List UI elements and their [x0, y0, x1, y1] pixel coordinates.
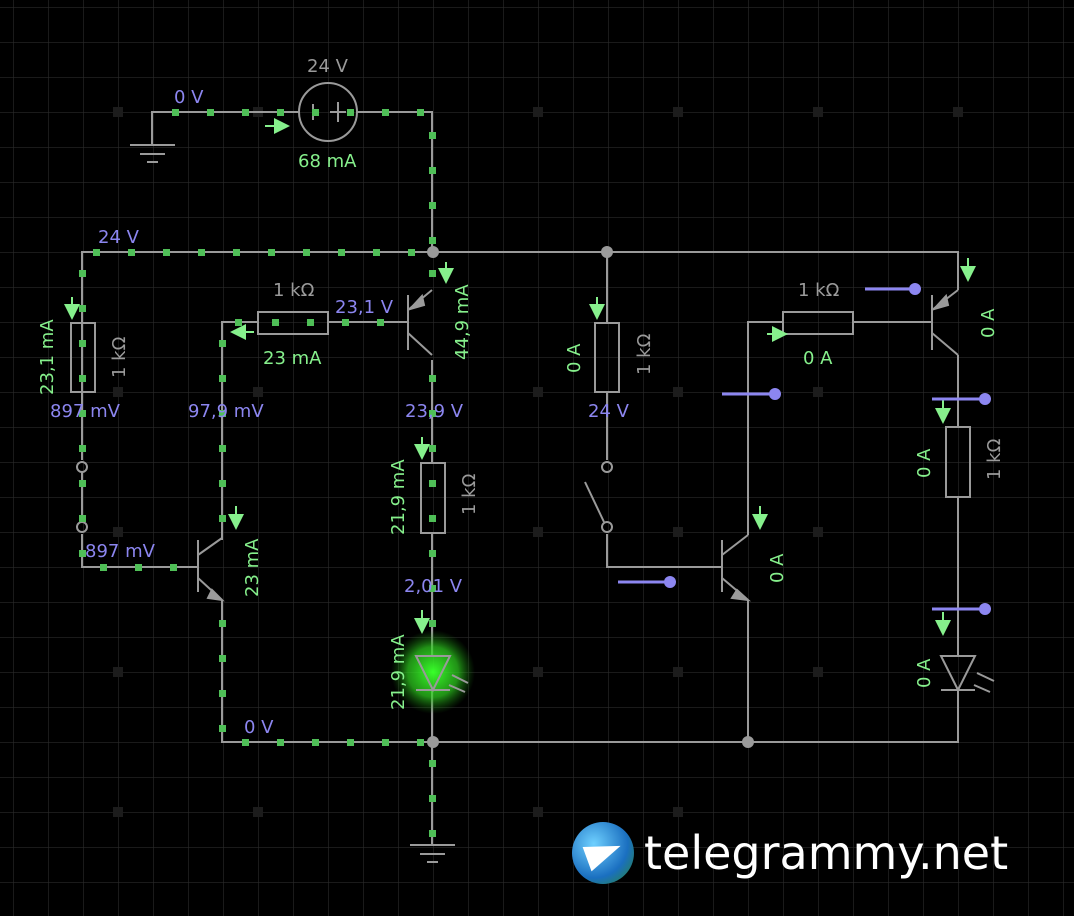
pnp-transistor-1[interactable] [406, 289, 433, 356]
resistor-value: 1 kΩ [109, 336, 130, 378]
current-label: 0 A [803, 348, 833, 369]
resistor-value: 1 kΩ [798, 280, 840, 301]
grid-major-dots [113, 107, 963, 817]
current-label: 0 A [564, 343, 585, 373]
current-label: 21,9 mA [388, 459, 409, 535]
resistor-r3[interactable] [420, 462, 446, 534]
voltage-label: 24 V [98, 227, 140, 248]
current-label: 0 A [767, 553, 788, 583]
resistor-r1[interactable] [70, 322, 96, 393]
led-1[interactable] [414, 655, 469, 693]
voltage-label: 897 mV [50, 401, 121, 422]
ground-icon[interactable] [130, 144, 175, 163]
pnp-transistor-2[interactable] [930, 289, 959, 356]
junction [427, 736, 439, 748]
voltage-label: 0 V [174, 87, 204, 108]
resistor-r2[interactable] [257, 311, 329, 335]
battery-current-label: 68 mA [298, 151, 357, 172]
junction [601, 246, 613, 258]
resistor-value: 1 kΩ [273, 280, 315, 301]
voltage-label: 24 V [588, 401, 630, 422]
current-label: 44,9 mA [452, 284, 473, 360]
junction [427, 246, 439, 258]
current-label: 23 mA [242, 538, 263, 597]
voltage-label: 23,9 V [405, 401, 464, 422]
led-glow [391, 630, 475, 714]
resistor-r4[interactable] [594, 322, 620, 393]
resistor-r6[interactable] [945, 426, 971, 498]
voltage-label: 2,01 V [404, 576, 463, 597]
current-label: 21,9 mA [388, 634, 409, 710]
voltage-label: 97,9 mV [188, 401, 264, 422]
switch-open[interactable] [584, 461, 613, 533]
current-label: 0 A [914, 448, 935, 478]
junction [742, 736, 754, 748]
current-flow-dots [79, 109, 436, 837]
resistor-value: 1 kΩ [984, 438, 1005, 480]
current-arrows [64, 118, 976, 636]
npn-transistor-1[interactable] [197, 537, 225, 602]
current-label: 0 A [914, 658, 935, 688]
battery-voltage-label: 24 V [307, 56, 349, 77]
telegram-globe-icon [572, 822, 634, 884]
watermark: telegrammy.net [572, 822, 1008, 884]
led-2[interactable] [939, 655, 995, 693]
resistor-value: 1 kΩ [634, 333, 655, 375]
resistor-r5[interactable] [782, 311, 854, 335]
current-label: 23 mA [263, 348, 322, 369]
current-label: 0 A [978, 308, 999, 338]
voltage-label: 897 mV [85, 541, 156, 562]
voltage-label: 23,1 V [335, 297, 394, 318]
voltage-label: 0 V [244, 717, 274, 738]
watermark-text: telegrammy.net [644, 826, 1009, 880]
ground-icon[interactable] [410, 844, 455, 863]
npn-transistor-2[interactable] [721, 534, 752, 602]
resistor-value: 1 kΩ [459, 473, 480, 515]
current-label: 23,1 mA [37, 319, 58, 395]
voltage-probes[interactable] [618, 283, 991, 615]
